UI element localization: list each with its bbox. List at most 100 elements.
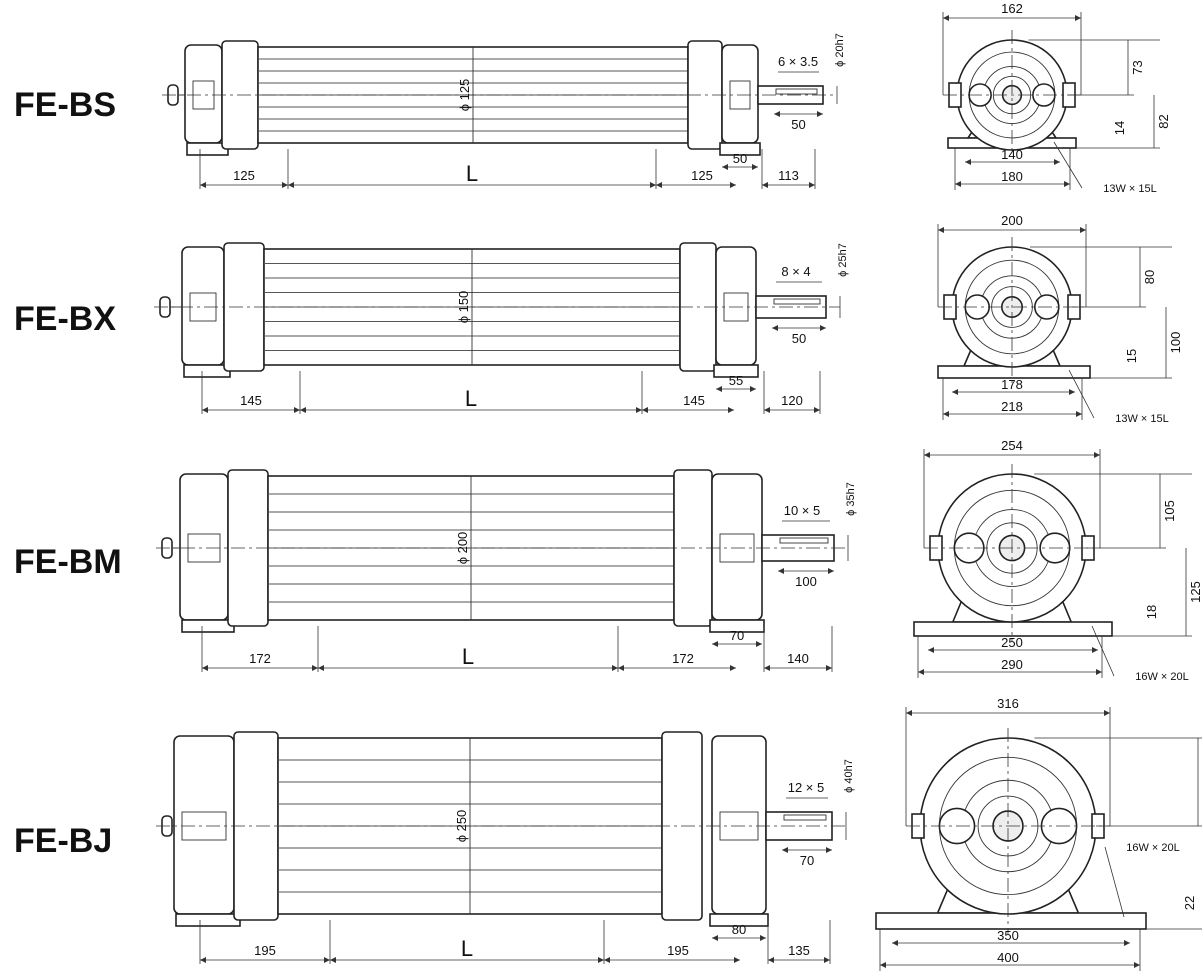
left-bearing-housing bbox=[181, 246, 225, 366]
foot-width-label: 50 bbox=[733, 151, 747, 166]
bolt-span-label: 140 bbox=[1001, 147, 1023, 162]
length-label: L bbox=[461, 936, 473, 961]
foot-thickness-label: 14 bbox=[1112, 121, 1127, 135]
left-end-label: 125 bbox=[233, 168, 255, 183]
model-label: FE-BM bbox=[14, 543, 122, 581]
front-width-label: 162 bbox=[1001, 1, 1023, 16]
body-diameter-label: ϕ 250 bbox=[454, 810, 469, 843]
foot-width-label: 80 bbox=[732, 922, 746, 937]
left-end-label: 145 bbox=[240, 393, 262, 408]
shaft-length-dim-arrows bbox=[778, 568, 834, 574]
center-height-label: 73 bbox=[1130, 60, 1145, 74]
right-bearing-housing bbox=[721, 44, 759, 144]
right-end-label: 125 bbox=[691, 168, 713, 183]
shaft-length-dim-arrows bbox=[774, 111, 823, 117]
slot-size-label: 16W × 20L bbox=[1135, 671, 1189, 683]
total-height-label: 125 bbox=[1188, 581, 1202, 603]
foot-thickness-label: 22 bbox=[1182, 896, 1197, 910]
slot-leader bbox=[1053, 141, 1083, 189]
side-view: ϕ 200 ϕ 35h7 10 × 5 100 70 172 L 172 140 bbox=[156, 469, 857, 672]
foot-width-label: 70 bbox=[730, 628, 744, 643]
output-shaft bbox=[761, 534, 835, 562]
total-height-label: 100 bbox=[1168, 332, 1183, 354]
bolt-span-label: 178 bbox=[1001, 377, 1023, 392]
foot-width-dim-arrows bbox=[712, 641, 762, 647]
shaft-length-label: 100 bbox=[795, 574, 817, 589]
left-foot bbox=[183, 364, 231, 378]
key-size-label: 8 × 4 bbox=[781, 264, 810, 279]
base-width-label: 400 bbox=[997, 950, 1019, 965]
base-plate bbox=[875, 912, 1147, 930]
length-label: L bbox=[466, 161, 478, 186]
shaft-length-label: 50 bbox=[791, 117, 805, 132]
shaft-diameter-label: ϕ 35h7 bbox=[845, 482, 857, 516]
right-bearing-housing bbox=[711, 473, 763, 621]
body-diameter-label: ϕ 150 bbox=[456, 291, 471, 324]
left-foot bbox=[175, 913, 241, 927]
foot-width-dim-arrows bbox=[712, 935, 766, 941]
view-bm: FE-BM ϕ 200 ϕ 35h7 10 × 5 100 70 172 L 172 140 254… bbox=[14, 438, 1202, 683]
shaft-length-dim-arrows bbox=[782, 847, 832, 853]
front-view: 254 105 125 18 250 290 16W × 20L bbox=[913, 438, 1202, 683]
length-label: L bbox=[462, 644, 474, 669]
slot-leader bbox=[1091, 625, 1115, 677]
slot-leader bbox=[1104, 846, 1125, 918]
shaft-keyway bbox=[775, 88, 818, 95]
shaft-keyway bbox=[773, 298, 821, 305]
center-height-label: 105 bbox=[1162, 500, 1177, 522]
slot-size-label: 16W × 20L bbox=[1126, 842, 1180, 854]
shaft-length-label: 50 bbox=[792, 331, 806, 346]
front-view: 162 73 82 14 140 180 13W × 15L bbox=[942, 1, 1171, 195]
front-width-label: 316 bbox=[997, 696, 1019, 711]
bolt-span-label: 250 bbox=[1001, 635, 1023, 650]
shaft-diameter-label: ϕ 40h7 bbox=[843, 759, 855, 793]
model-label: FE-BJ bbox=[14, 822, 112, 860]
shaft-extension-label: 140 bbox=[787, 651, 809, 666]
shaft-diameter-label: ϕ 25h7 bbox=[837, 243, 849, 277]
base-width-label: 218 bbox=[1001, 399, 1023, 414]
left-bearing-housing bbox=[179, 473, 229, 621]
shaft-extension-dim-arrows bbox=[762, 182, 815, 188]
center-height-label: 80 bbox=[1142, 270, 1157, 284]
foot-thickness-label: 15 bbox=[1124, 349, 1139, 363]
left-end-label: 172 bbox=[249, 651, 271, 666]
key-size-label: 6 × 3.5 bbox=[778, 54, 818, 69]
right-end-label: 145 bbox=[683, 393, 705, 408]
key-size-label: 10 × 5 bbox=[784, 503, 821, 518]
slot-size-label: 13W × 15L bbox=[1103, 183, 1157, 195]
foot-width-label: 55 bbox=[729, 373, 743, 388]
base-width-label: 180 bbox=[1001, 169, 1023, 184]
right-bearing-housing bbox=[715, 246, 757, 366]
front-width-label: 254 bbox=[1001, 438, 1023, 453]
total-height-label: 82 bbox=[1156, 114, 1171, 128]
right-foot bbox=[713, 364, 759, 378]
key-size-label: 12 × 5 bbox=[788, 780, 825, 795]
shaft-keyway bbox=[779, 537, 829, 544]
body-diameter-label: ϕ 200 bbox=[455, 532, 470, 565]
left-bearing-housing bbox=[173, 735, 235, 915]
right-end-label: 172 bbox=[672, 651, 694, 666]
shaft-extension-label: 135 bbox=[788, 943, 810, 958]
bolt-span-label: 350 bbox=[997, 928, 1019, 943]
foot-thickness-label: 18 bbox=[1144, 605, 1159, 619]
right-foot bbox=[719, 142, 761, 156]
shaft-length-label: 70 bbox=[800, 853, 814, 868]
left-foot bbox=[181, 619, 235, 633]
shaft-length-dim-arrows bbox=[772, 325, 826, 331]
length-label: L bbox=[465, 386, 477, 411]
front-width-label: 200 bbox=[1001, 213, 1023, 228]
center-height-label: 132.5 bbox=[1200, 766, 1202, 799]
shaft-keyway bbox=[783, 814, 827, 821]
base-width-label: 290 bbox=[1001, 657, 1023, 672]
left-end-label: 195 bbox=[254, 943, 276, 958]
